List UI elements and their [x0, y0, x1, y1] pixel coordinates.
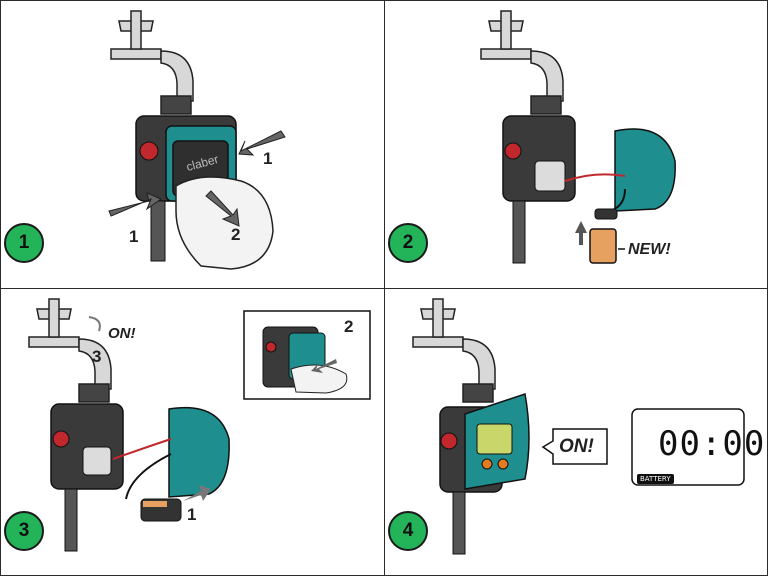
- faucet-icon: [110, 10, 194, 115]
- brand-logo-icon: [139, 141, 159, 161]
- brand-logo-icon: [504, 142, 522, 160]
- step-1-illustration: [108, 10, 286, 270]
- arrow-down-icon: [205, 190, 240, 227]
- callout-new: NEW!: [628, 241, 671, 258]
- hand-icon: [175, 176, 274, 270]
- battery-connector: [594, 208, 618, 220]
- panel-step-2: NEW! 2: [384, 0, 768, 289]
- step-4-illustration: [412, 298, 745, 555]
- callout-on: ON!: [108, 325, 136, 342]
- battery-wire: [112, 438, 172, 460]
- display-time: 00:00: [658, 424, 766, 464]
- faucet-icon: [480, 10, 564, 115]
- display-zoom: [631, 408, 745, 486]
- panel-step-3: ON! 3 2 1 3: [0, 288, 385, 576]
- timer-cover: [614, 128, 676, 212]
- rotate-arrow-icon: [88, 316, 101, 332]
- callout-bubble: [541, 428, 608, 465]
- step-2-illustration: [480, 10, 676, 264]
- label-arrow-down: 2: [231, 225, 241, 244]
- arrow-up-icon: [575, 221, 587, 245]
- faucet-icon: [28, 298, 112, 403]
- arrow-left-icon: [108, 192, 163, 217]
- faucet-icon: [412, 298, 496, 403]
- brand-logo-icon: [52, 430, 70, 448]
- arrow-right-icon: [238, 130, 286, 156]
- battery-icon: [589, 228, 617, 264]
- label-arrow-right: 1: [263, 149, 273, 168]
- step-badge: 2: [388, 223, 428, 263]
- label-tap-step: 3: [92, 347, 102, 366]
- step-badge: 3: [4, 511, 44, 551]
- panel-step-1: 1 1 2 claber 1: [0, 0, 385, 289]
- label-battery-step: 1: [187, 505, 197, 524]
- lcd-screen: [476, 423, 513, 455]
- callout-on: ON!: [559, 436, 594, 457]
- label-arrow-left: 1: [129, 227, 139, 246]
- label-inset-step: 2: [344, 317, 354, 336]
- battery-indicator: BATTERY: [637, 474, 674, 484]
- step-badge: 4: [388, 511, 428, 551]
- timer-cover: [168, 406, 230, 498]
- battery-wire: [564, 173, 626, 182]
- step-badge: 1: [4, 223, 44, 263]
- arrow-insert-icon: [183, 485, 211, 501]
- panel-step-4: ON! 00:00 BATTERY 4: [384, 288, 768, 576]
- step-3-illustration: [28, 298, 371, 552]
- brand-logo-icon: [440, 432, 458, 450]
